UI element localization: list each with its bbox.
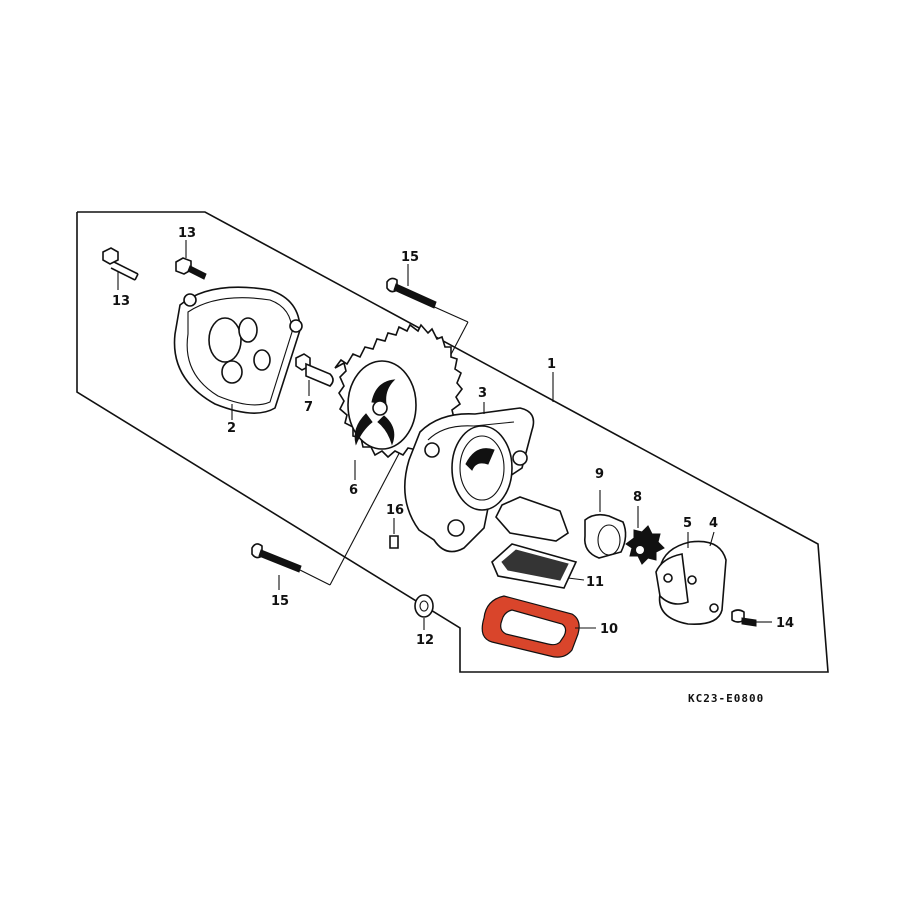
callout-16: 16 bbox=[386, 503, 404, 518]
callout-14: 14 bbox=[776, 616, 794, 631]
callout-15-top: 15 bbox=[401, 250, 419, 265]
callout-15-lower: 15 bbox=[271, 594, 289, 609]
drawing-code: KC23-E0800 bbox=[688, 692, 764, 705]
washer-12 bbox=[414, 594, 434, 630]
oil-strainer-11 bbox=[491, 543, 585, 589]
callout-11: 11 bbox=[586, 575, 604, 590]
assembly-boundary bbox=[76, 211, 829, 673]
outer-rotor-8 bbox=[625, 506, 665, 565]
pump-plate-5-4 bbox=[655, 531, 727, 626]
callout-10: 10 bbox=[600, 622, 618, 637]
shaft-pin-7 bbox=[295, 353, 334, 396]
bolt-15-lower bbox=[251, 543, 331, 590]
callout-9: 9 bbox=[595, 467, 604, 482]
callout-13-top: 13 bbox=[178, 226, 196, 241]
bolt-13-left bbox=[102, 247, 139, 290]
pump-cover-2 bbox=[173, 286, 303, 420]
callout-13-left: 13 bbox=[112, 294, 130, 309]
callout-4: 4 bbox=[709, 516, 718, 531]
dowel-pin-16 bbox=[389, 518, 399, 549]
bolt-13-top bbox=[175, 240, 207, 280]
callout-3: 3 bbox=[478, 386, 487, 401]
callout-7: 7 bbox=[304, 400, 313, 415]
oil-strainer-gasket-10 bbox=[481, 595, 596, 658]
callout-12: 12 bbox=[416, 633, 434, 648]
pump-body-3 bbox=[403, 402, 569, 553]
callout-5: 5 bbox=[683, 516, 692, 531]
callout-8: 8 bbox=[633, 490, 642, 505]
callout-6: 6 bbox=[349, 483, 358, 498]
inner-rotor-9 bbox=[583, 490, 627, 559]
callout-2: 2 bbox=[227, 421, 236, 436]
callout-1: 1 bbox=[547, 357, 556, 372]
screw-14 bbox=[731, 609, 772, 627]
